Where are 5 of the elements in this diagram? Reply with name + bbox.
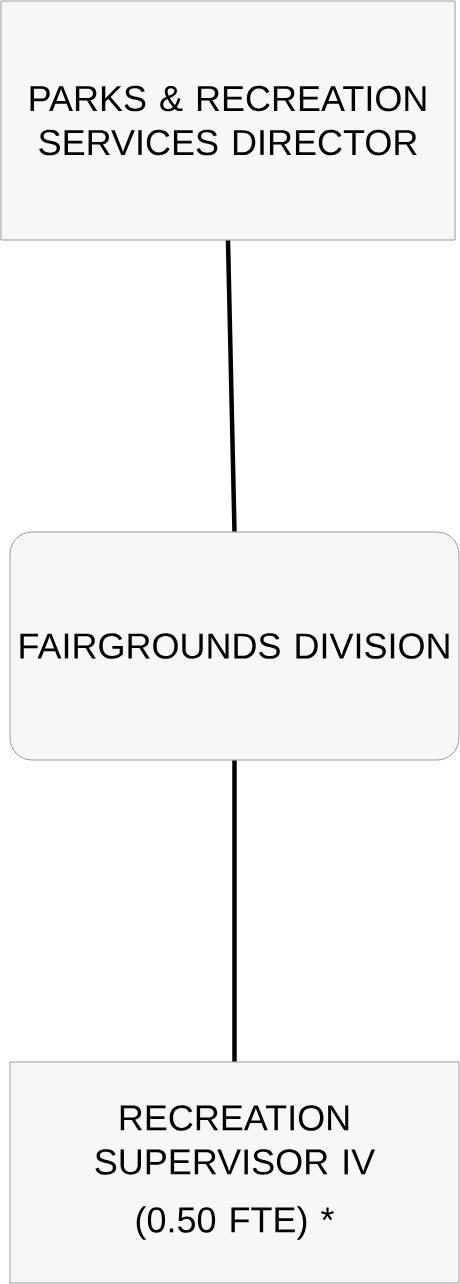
position-box: RECREATION SUPERVISOR IV (0.50 FTE) *: [9, 1061, 460, 1284]
title-box: PARKS & RECREATION SERVICES DIRECTOR: [0, 0, 456, 241]
connector-line: [225, 240, 237, 532]
division-box: FAIRGROUNDS DIVISION: [9, 531, 460, 761]
connector-line: [232, 760, 237, 1062]
